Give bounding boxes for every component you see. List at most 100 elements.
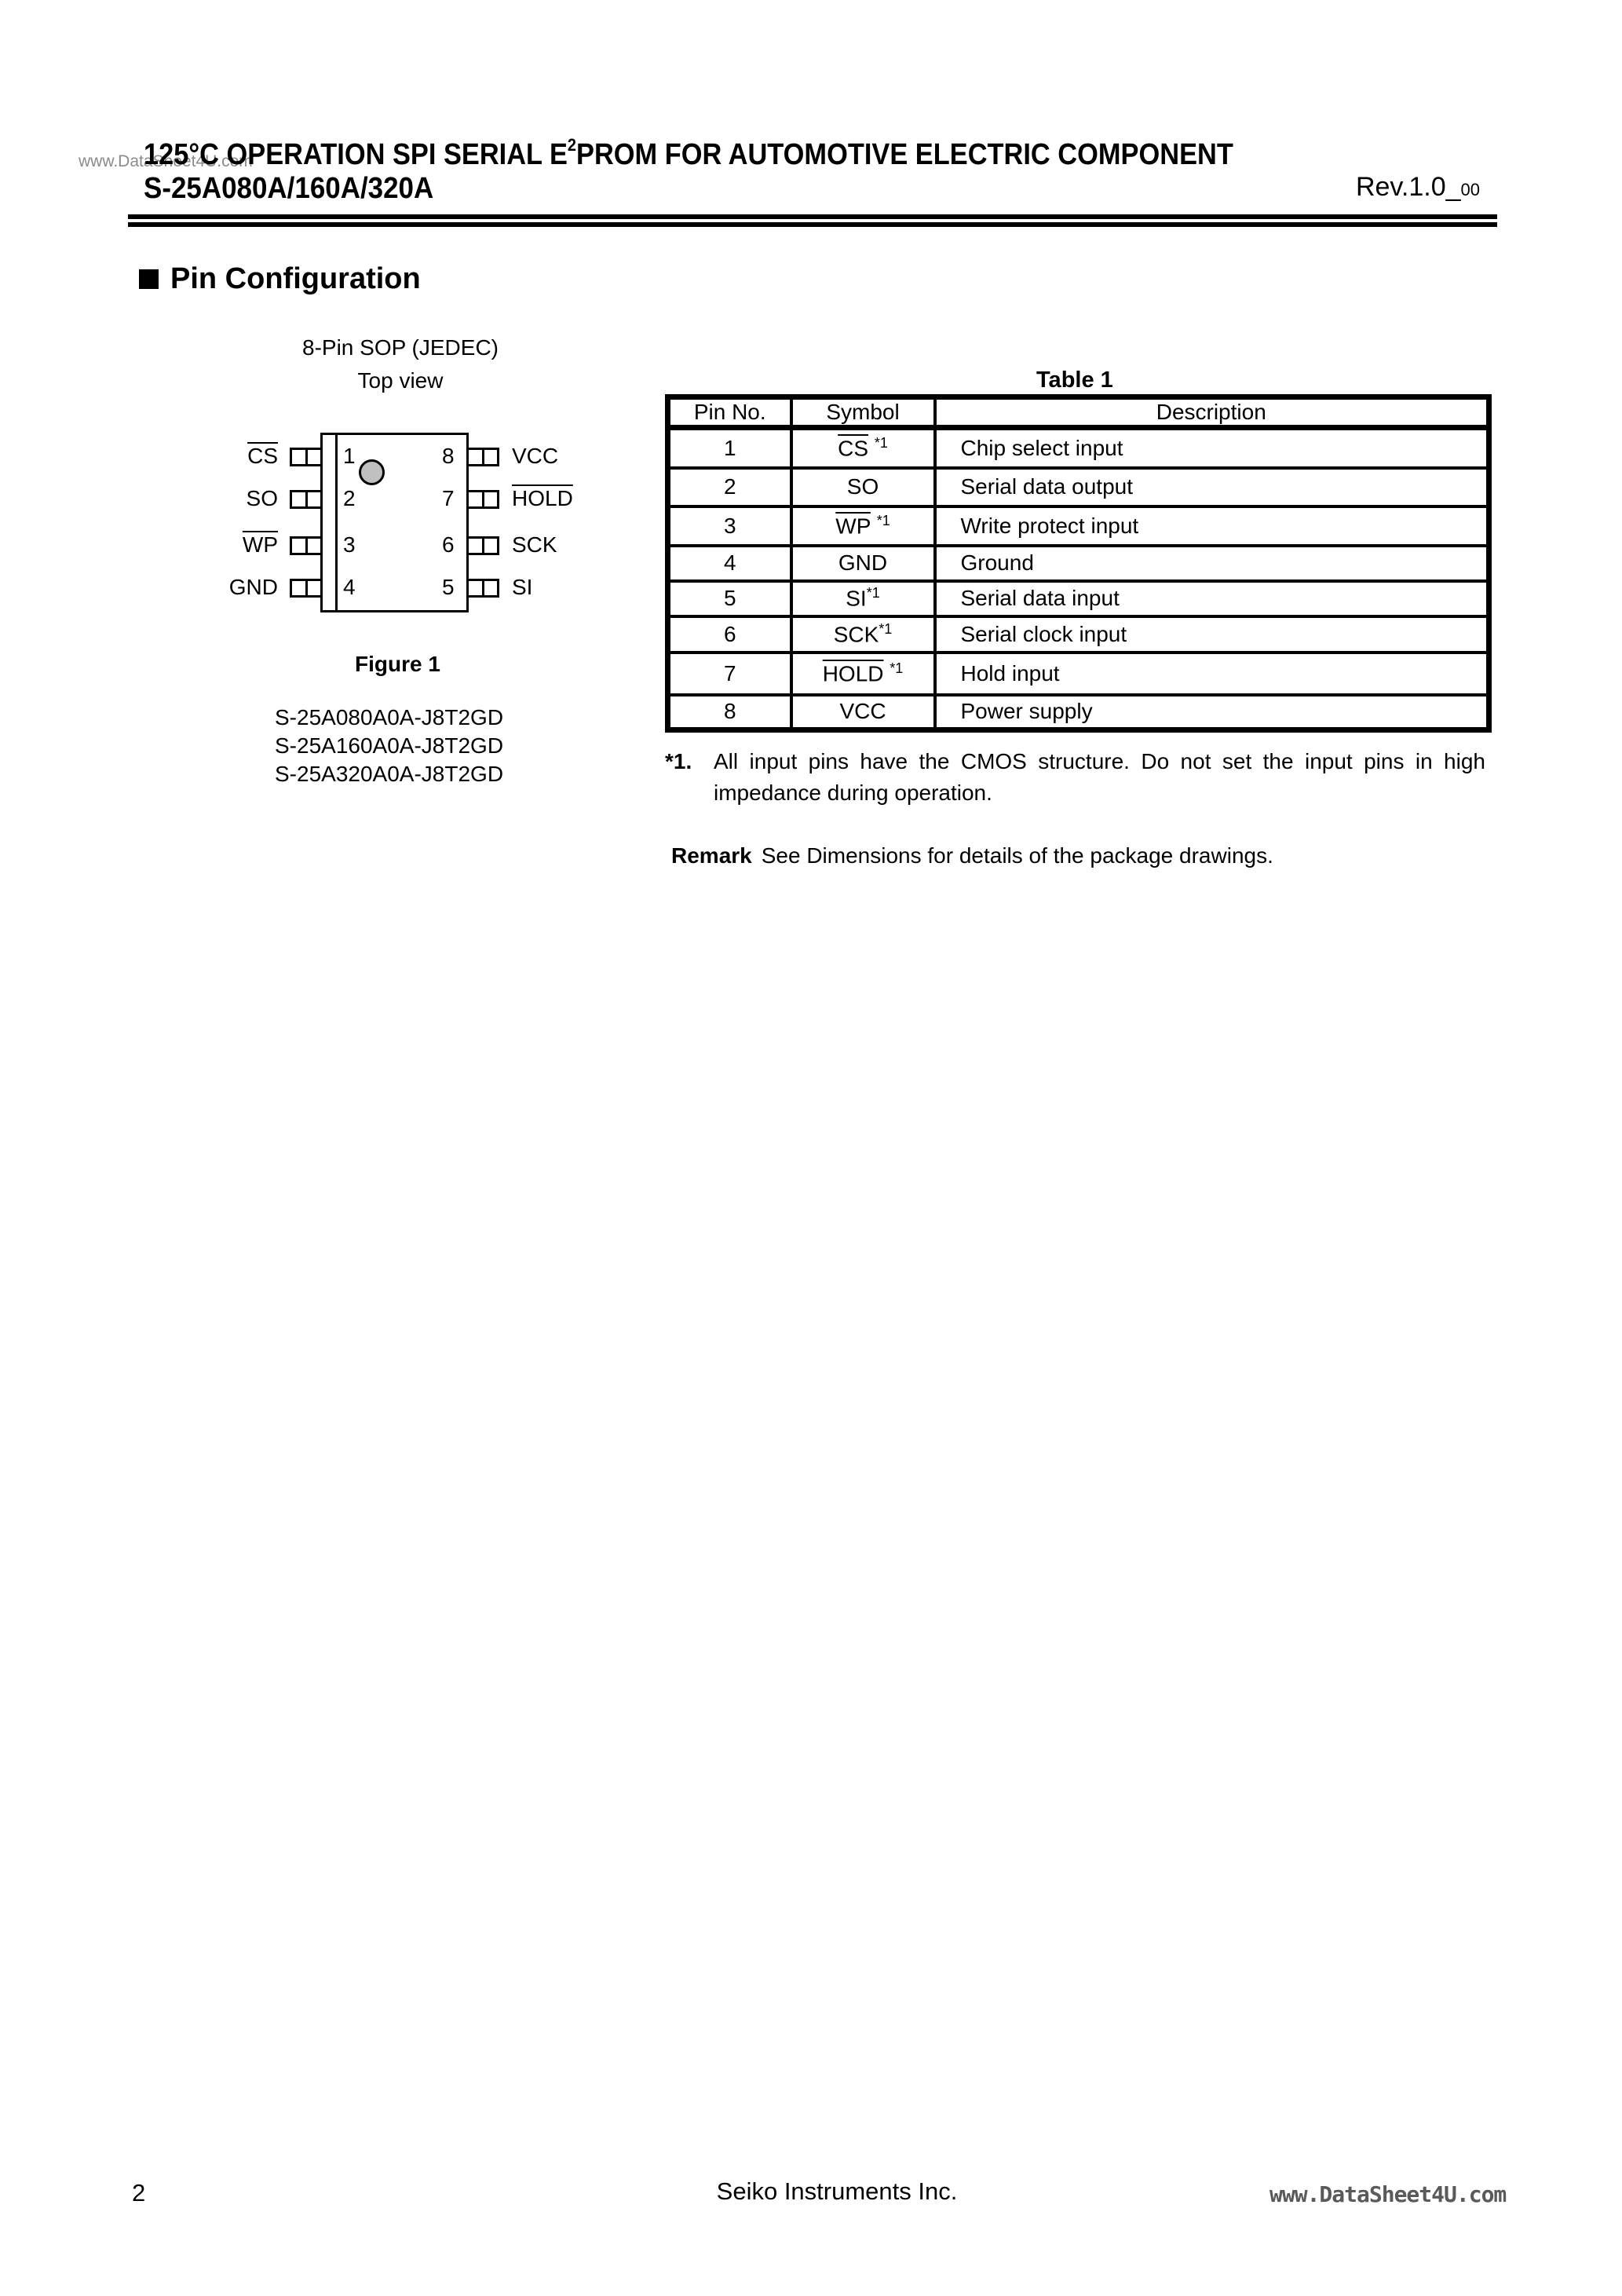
symbol-cell: SCK*1 <box>789 614 937 654</box>
table-header-row: Pin No. Symbol Description <box>666 395 1491 430</box>
footnote-mark: *1. <box>665 749 692 773</box>
pin-number-3: 3 <box>343 532 356 557</box>
symbol-text: WP <box>835 514 871 539</box>
footnote-text: All input pins have the CMOS structure. … <box>714 749 1485 805</box>
table-caption: Table 1 <box>1036 367 1113 393</box>
table-row: 3 WP *1 Write protect input <box>666 504 1491 547</box>
description-cell: Serial clock input <box>933 614 1491 654</box>
table-row: 2 SO Serial data output <box>666 466 1491 508</box>
description-cell: Write protect input <box>933 504 1491 547</box>
symbol-text: SO <box>846 474 879 499</box>
symbol-text: HOLD <box>822 661 884 686</box>
symbol-text: GND <box>838 550 888 575</box>
watermark-bottom: www.DataSheet4U.com <box>1269 2181 1507 2207</box>
pin-number-7: 7 <box>442 486 455 510</box>
symbol-cell: SI*1 <box>789 579 937 618</box>
note-ref: *1 <box>890 660 904 676</box>
remark-text: See Dimensions for details of the packag… <box>761 843 1273 868</box>
header-rule-bottom <box>128 222 1497 227</box>
table-row: 1 CS *1 Chip select input <box>666 426 1491 470</box>
pin-table: Pin No. Symbol Description 1 CS *1 Chip … <box>665 394 1492 733</box>
section-heading: Pin Configuration <box>139 262 421 296</box>
pin-cell: 1 <box>666 426 793 470</box>
pin-label-cs: CS <box>247 444 278 468</box>
pin-label-gnd: GND <box>228 575 278 599</box>
pin-label-si: SI <box>512 575 533 599</box>
package-label: 8-Pin SOP (JEDEC) <box>302 335 499 360</box>
symbol-text: VCC <box>839 699 886 724</box>
pin-pad-1 <box>290 448 320 466</box>
header-rule-top <box>128 214 1497 219</box>
title-superscript: 2 <box>567 135 577 155</box>
page-number: 2 <box>132 2179 146 2206</box>
description-cell: Hold input <box>933 650 1491 696</box>
pin-cell: 7 <box>666 650 793 696</box>
revision-sub: 00 <box>1460 180 1480 199</box>
symbol-cell: WP *1 <box>789 504 937 547</box>
pin-cell: 4 <box>666 543 793 583</box>
pin-number-6: 6 <box>442 532 455 557</box>
symbol-cell: HOLD *1 <box>789 650 937 696</box>
footnote: *1. All input pins have the CMOS structu… <box>665 746 1485 805</box>
title-part-1: 125°C OPERATION SPI SERIAL E <box>144 138 568 171</box>
pin-pad-6 <box>469 536 499 555</box>
part-code: S-25A160A0A-J8T2GD <box>275 733 504 758</box>
pin-pad-3 <box>290 536 320 555</box>
pin1-marker-icon <box>359 459 385 485</box>
part-code: S-25A320A0A-J8T2GD <box>275 762 504 786</box>
pin-label-wp: WP <box>242 532 278 557</box>
pin-pad-4 <box>290 579 320 598</box>
pin-pad-7 <box>469 490 499 509</box>
symbol-text: SI <box>846 586 867 611</box>
pin-number-1: 1 <box>343 444 356 468</box>
pin-pad-5 <box>469 579 499 598</box>
symbol-cell: CS *1 <box>789 426 937 470</box>
pin-pad-8 <box>469 448 499 466</box>
square-bullet-icon <box>139 269 159 289</box>
table-row: 7 HOLD *1 Hold input <box>666 650 1491 696</box>
description-cell: Ground <box>933 543 1491 583</box>
note-ref: *1 <box>879 620 893 637</box>
section-title: Pin Configuration <box>170 262 421 295</box>
symbol-cell: SO <box>789 466 937 508</box>
chip-body <box>320 433 469 612</box>
header-symbol: Symbol <box>789 395 937 430</box>
description-cell: Power supply <box>933 693 1491 732</box>
remark: Remark See Dimensions for details of the … <box>671 843 1273 868</box>
revision: Rev.1.0_00 <box>1356 172 1480 203</box>
note-ref: *1 <box>876 512 890 528</box>
description-cell: Serial data input <box>933 579 1491 618</box>
table-row: 8 VCC Power supply <box>666 693 1491 732</box>
company-name: Seiko Instruments Inc. <box>716 2177 958 2205</box>
pin-label-sck: SCK <box>512 532 557 557</box>
document-title: 125°C OPERATION SPI SERIAL E2PROM FOR AU… <box>144 135 1233 172</box>
table-row: 5 SI*1 Serial data input <box>666 579 1491 618</box>
description-cell: Chip select input <box>933 426 1491 470</box>
table-row: 6 SCK*1 Serial clock input <box>666 614 1491 654</box>
watermark-top: www.DataSheet4U.com <box>79 152 253 170</box>
pin-cell: 3 <box>666 504 793 547</box>
pin-pad-2 <box>290 490 320 509</box>
view-label: Top view <box>357 368 444 393</box>
pin-cell: 5 <box>666 579 793 618</box>
note-ref: *1 <box>874 435 888 452</box>
header-description: Description <box>933 395 1491 430</box>
symbol-text: SCK <box>833 622 879 647</box>
pin-label-vcc: VCC <box>512 444 559 468</box>
pin-number-4: 4 <box>343 575 356 599</box>
part-code: S-25A080A0A-J8T2GD <box>275 705 504 729</box>
pin-cell: 2 <box>666 466 793 508</box>
title-part-2: PROM FOR AUTOMOTIVE ELECTRIC COMPONENT <box>576 138 1233 171</box>
symbol-cell: GND <box>789 543 937 583</box>
remark-label: Remark <box>671 843 752 868</box>
description-cell: Serial data output <box>933 466 1491 508</box>
symbol-text: CS <box>838 436 869 461</box>
pin-number-8: 8 <box>442 444 455 468</box>
note-ref: *1 <box>866 585 880 601</box>
table-row: 4 GND Ground <box>666 543 1491 583</box>
part-code-list: S-25A080A0A-J8T2GD S-25A160A0A-J8T2GD S-… <box>275 704 503 788</box>
pin-number-2: 2 <box>343 486 356 510</box>
pin-cell: 6 <box>666 614 793 654</box>
header-pin-no: Pin No. <box>666 395 793 430</box>
part-numbers-heading: S-25A080A/160A/320A <box>144 172 434 205</box>
